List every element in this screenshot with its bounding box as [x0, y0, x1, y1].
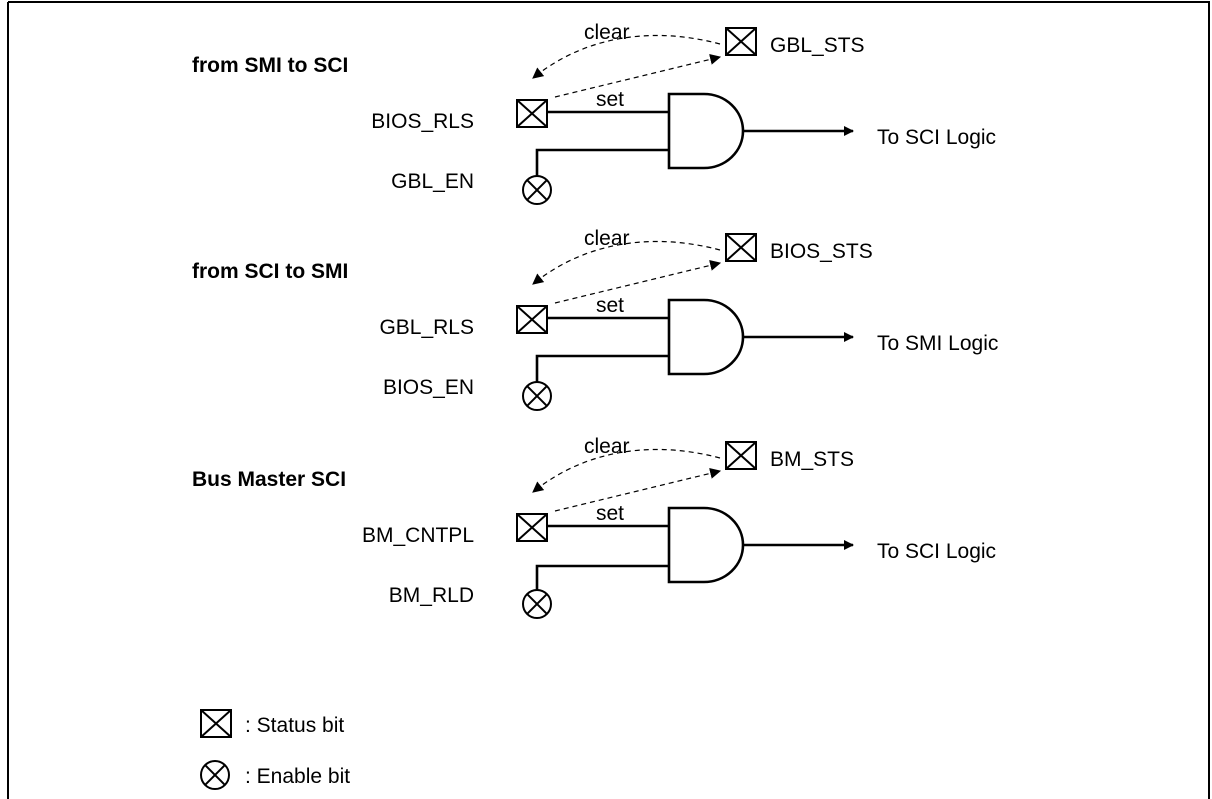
legend: : Status bit : Enable bit: [200, 709, 350, 790]
status-input-label: BM_CNTPL: [362, 524, 474, 547]
set-status-arrow: [554, 53, 722, 98]
enable-wire: [535, 148, 669, 176]
output-label: To SCI Logic: [877, 126, 996, 149]
section-sci-to-smi: from SCI to SMI GBL_RLS BIOS_EN clear se…: [192, 227, 998, 411]
section-smi-to-sci: from SMI to SCI BIOS_RLS GBL_EN clear se…: [192, 21, 996, 205]
enable-bit-icon: [522, 589, 552, 619]
status-target-label: BIOS_STS: [770, 240, 873, 263]
clear-label: clear: [584, 227, 630, 250]
clear-label: clear: [584, 21, 630, 44]
section-title: from SCI to SMI: [192, 260, 348, 283]
enable-input-label: BIOS_EN: [383, 376, 474, 399]
status-bit-icon: [516, 513, 548, 542]
status-target-label: BM_STS: [770, 448, 854, 471]
status-bit-icon: [516, 99, 548, 128]
and-gate: [667, 298, 745, 376]
status-bit-icon: [200, 709, 232, 738]
set-status-arrow: [554, 467, 722, 512]
enable-bit-icon: [522, 381, 552, 411]
status-bit-icon: [725, 441, 757, 470]
status-input-label: GBL_RLS: [379, 316, 474, 339]
status-bit-icon: [725, 233, 757, 262]
enable-wire: [535, 354, 669, 382]
enable-wire: [535, 564, 669, 590]
set-label: set: [596, 294, 624, 317]
and-gate: [667, 506, 745, 584]
set-status-arrow: [554, 259, 722, 304]
set-label: set: [596, 502, 624, 525]
output-label: To SCI Logic: [877, 540, 996, 563]
section-title: from SMI to SCI: [192, 54, 348, 77]
and-gate: [667, 92, 745, 170]
clear-arrow: [532, 448, 721, 493]
clear-label: clear: [584, 435, 630, 458]
enable-bit-icon: [200, 760, 230, 790]
clear-arrow: [532, 240, 721, 285]
enable-input-label: BM_RLD: [389, 584, 474, 607]
clear-arrow: [532, 34, 721, 79]
enable-input-label: GBL_EN: [391, 170, 474, 193]
legend-status-label: : Status bit: [245, 714, 344, 737]
status-target-label: GBL_STS: [770, 34, 865, 57]
set-label: set: [596, 88, 624, 111]
legend-enable-label: : Enable bit: [245, 765, 350, 788]
section-title: Bus Master SCI: [192, 468, 346, 491]
enable-bit-icon: [522, 175, 552, 205]
output-label: To SMI Logic: [877, 332, 998, 355]
status-bit-icon: [516, 305, 548, 334]
status-input-label: BIOS_RLS: [371, 110, 474, 133]
section-bus-master-sci: Bus Master SCI BM_CNTPL BM_RLD clear set…: [192, 435, 996, 619]
status-bit-icon: [725, 27, 757, 56]
